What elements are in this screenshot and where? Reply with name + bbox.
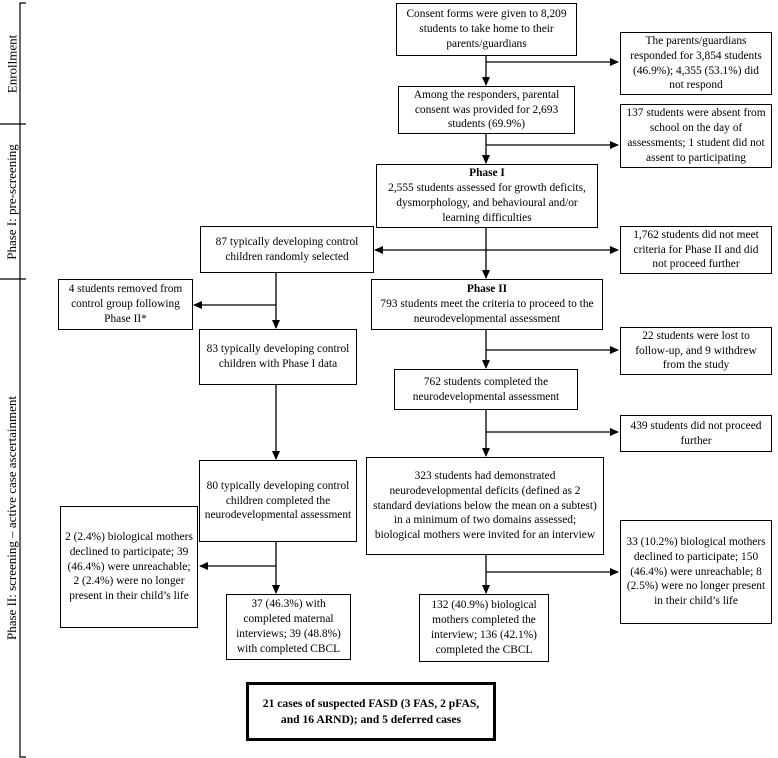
box-absent: 137 students were absent from school on …	[620, 104, 772, 168]
box-control-mothers-declined: 2 (2.4%) biological mothers declined to …	[60, 506, 198, 628]
box-removed-controls: 4 students removed from control group fo…	[58, 279, 193, 330]
box-control-80: 80 typically developing control children…	[199, 460, 357, 542]
section-brackets	[0, 2, 26, 758]
box-control-83: 83 typically developing control children…	[199, 329, 357, 385]
box-phase1: Phase I 2,555 students assessed for grow…	[376, 164, 598, 228]
box-parents-responded: The parents/guardians responded for 3,85…	[620, 32, 772, 95]
section-label-enrollment: Enrollment	[4, 34, 19, 93]
box-deficits-323: 323 students had demonstrated neurodevel…	[366, 457, 604, 555]
box-lost-followup: 22 students were lost to follow-up, and …	[620, 327, 772, 375]
box-not-meet-criteria: 1,762 students did not meet criteria for…	[620, 226, 772, 274]
section-label-phase2: Phase II: screening – active case ascert…	[4, 396, 19, 640]
box-mothers-declined-33: 33 (10.2%) biological mothers declined t…	[620, 520, 772, 624]
box-control-87: 87 typically developing control children…	[200, 226, 374, 273]
box-control-interviews-37: 37 (46.3%) with completed maternal inter…	[226, 594, 351, 660]
box-not-proceed-439: 439 students did not proceed further	[620, 415, 772, 452]
box-consent-provided: Among the responders, parental consent w…	[398, 86, 575, 134]
section-label-phase1: Phase I: pre-screening	[4, 143, 20, 260]
box-mothers-completed-132: 132 (40.9%) biological mothers completed…	[419, 594, 549, 662]
box-phase2: Phase II 793 students meet the criteria …	[371, 279, 603, 330]
box-consent-forms: Consent forms were given to 8,209 studen…	[396, 3, 577, 56]
box-fasd-cases: 21 cases of suspected FASD (3 FAS, 2 pFA…	[246, 682, 496, 741]
box-completed-762: 762 students completed the neurodevelopm…	[394, 369, 578, 410]
